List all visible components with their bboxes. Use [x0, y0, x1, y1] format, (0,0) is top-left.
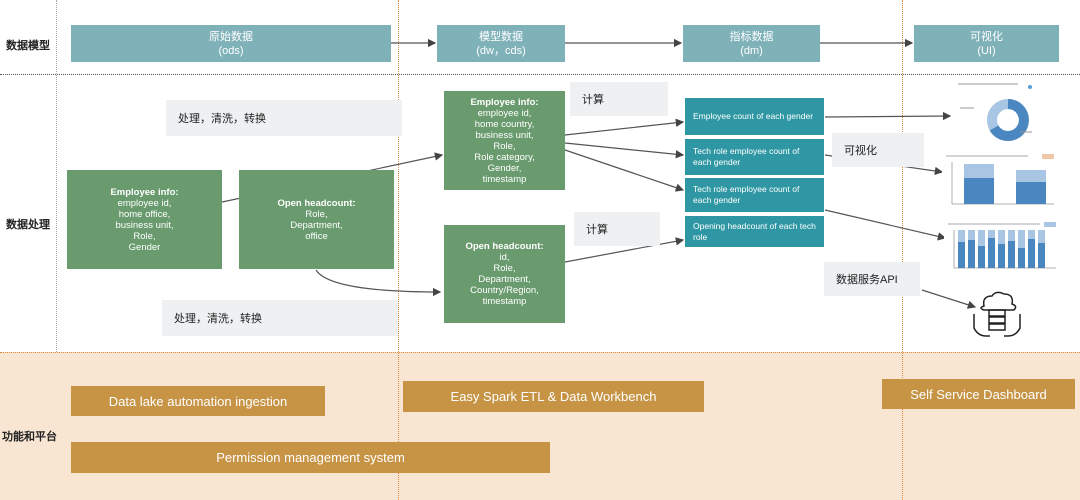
- ods-employee-title: Employee info:: [110, 186, 179, 198]
- ods-employee-line: employee id,: [117, 197, 172, 209]
- bar-chart-thumbnail: [942, 152, 1060, 214]
- stacked-bar-chart-icon: [948, 222, 1056, 269]
- cloud-server-hands-icon: [973, 291, 1021, 337]
- dw-employee-line: Gender,: [487, 162, 522, 174]
- bar-permission-management: Permission management system: [71, 442, 550, 473]
- ods-employee-line: business unit,: [115, 219, 174, 231]
- ods-employee-line: Role,: [133, 230, 156, 242]
- dw-headcount-line: Country/Region,: [470, 285, 539, 296]
- ods-headcount-line: Role,: [305, 208, 328, 220]
- header-ui-sub: (UI): [977, 44, 996, 57]
- dw-headcount-line: id,: [499, 252, 510, 263]
- bar-data-lake-ingestion: Data lake automation ingestion: [71, 386, 325, 416]
- ods-headcount-title: Open headcount:: [277, 197, 356, 209]
- ods-employee-line: Gender: [128, 241, 161, 253]
- divider-top: [0, 74, 1080, 75]
- ods-headcount-line: office: [305, 230, 328, 242]
- dm-employee-count-gender: Employee count of each gender: [685, 98, 824, 135]
- platform-band: [0, 352, 1080, 500]
- note-data-api: 数据服务API: [824, 262, 920, 296]
- dm-tech-role-count-gender-b: Tech role employee count of each gender: [685, 178, 824, 212]
- header-ui-title: 可视化: [970, 30, 1003, 43]
- header-dw-title: 模型数据: [479, 30, 523, 43]
- ods-open-headcount: Open headcount: Role, Department, office: [239, 170, 394, 269]
- header-ods: 原始数据 (ods): [71, 25, 391, 62]
- header-dm: 指标数据 (dm): [683, 25, 820, 62]
- cloud-server-thumbnail: [970, 288, 1024, 340]
- dw-employee-title: Employee info:: [470, 96, 539, 108]
- dw-employee-line: Role,: [493, 140, 516, 152]
- column-divider-1: [56, 0, 57, 352]
- dw-open-headcount: Open headcount: id, Role, Department, Co…: [444, 225, 565, 323]
- row-label-platform: 功能和平台: [2, 431, 57, 443]
- row-label-model: 数据模型: [6, 40, 50, 52]
- header-ods-sub: (ods): [218, 44, 244, 57]
- dw-headcount-line: timestamp: [482, 296, 527, 307]
- bar-self-service-dashboard: Self Service Dashboard: [882, 379, 1075, 409]
- column-divider-2: [398, 0, 399, 500]
- column-divider-3: [902, 0, 903, 500]
- dm-tech-role-count-gender-a: Tech role employee count of each gender: [685, 139, 824, 175]
- dw-employee-line: employee id,: [477, 107, 532, 119]
- note-compute-top: 计算: [570, 82, 668, 116]
- dw-employee-line: timestamp: [482, 173, 527, 185]
- bar-spark-etl-workbench: Easy Spark ETL & Data Workbench: [403, 381, 704, 412]
- dw-employee-line: Role category,: [474, 151, 535, 163]
- donut-chart-icon: [958, 83, 1032, 141]
- dw-headcount-line: Role,: [493, 263, 516, 274]
- ods-employee-line: home office,: [118, 208, 171, 220]
- note-visualize: 可视化: [832, 133, 924, 167]
- dw-headcount-title: Open headcount:: [465, 241, 544, 252]
- dw-employee-line: home country,: [474, 118, 535, 130]
- dw-headcount-line: Department,: [478, 274, 531, 285]
- divider-bottom: [0, 352, 1080, 353]
- header-dm-sub: (dm): [740, 44, 763, 57]
- dw-employee-line: business unit,: [475, 129, 534, 141]
- row-label-processing: 数据处理: [6, 219, 50, 231]
- header-dm-title: 指标数据: [729, 30, 774, 43]
- ods-headcount-line: Department,: [290, 219, 343, 231]
- header-ods-title: 原始数据: [209, 30, 253, 43]
- stacked-bar-chart-thumbnail: [944, 220, 1060, 280]
- dm-opening-headcount-tech-role: Opening headcount of each tech role: [685, 216, 824, 247]
- header-ui: 可视化 (UI): [914, 25, 1059, 62]
- note-process-top: 处理，清洗，转换: [166, 100, 402, 136]
- note-compute-bottom: 计算: [574, 212, 660, 246]
- note-process-bottom: 处理，清洗，转换: [162, 300, 398, 336]
- header-dw-sub: (dw，cds): [476, 44, 526, 57]
- ods-employee-info: Employee info: employee id, home office,…: [67, 170, 222, 269]
- header-dw: 模型数据 (dw，cds): [437, 25, 565, 62]
- donut-chart-thumbnail: [954, 80, 1034, 146]
- dw-employee-info: Employee info: employee id, home country…: [444, 91, 565, 190]
- bar-chart-icon: [946, 154, 1054, 205]
